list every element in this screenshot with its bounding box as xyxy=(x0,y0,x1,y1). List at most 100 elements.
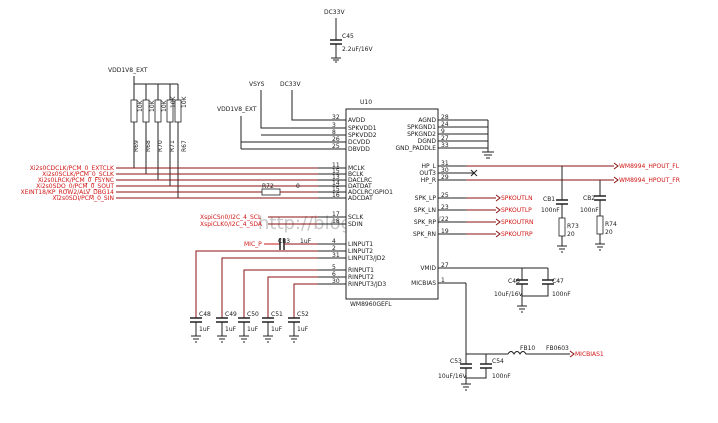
chip-right-pin-name: SPK_LN xyxy=(414,207,436,214)
i2c-scl-label: XspiCSn0/I2C_4_SCL xyxy=(200,214,262,221)
micbias1-label: MICBIAS1 xyxy=(575,351,604,358)
chip-left-pin-name: SDIN xyxy=(348,221,363,228)
chip-left-pin-number: 31 xyxy=(332,252,340,259)
chip-body xyxy=(345,108,439,300)
chip-left-pin-name: ADCLRC/GPIO1 xyxy=(348,189,393,196)
chip-left-pin-number: 16 xyxy=(332,192,340,199)
vsys-wire xyxy=(260,90,318,129)
input-cap-ref: C52 xyxy=(297,311,309,318)
mic-p-label: MIC_P xyxy=(244,241,262,248)
chip-right-pin-number: 27 xyxy=(441,262,449,269)
i2s-net-label: Xi2s0SCLK/PCM_0_SCLK xyxy=(42,171,115,178)
c45-ref: C45 xyxy=(342,33,354,40)
input-cap-value: 1uF xyxy=(271,326,283,333)
hp-cap-wires xyxy=(561,166,601,200)
input-cap-plates xyxy=(238,317,250,323)
cb3-value: 1uF xyxy=(300,238,312,245)
c45-ground xyxy=(331,44,341,63)
chip-left-pin-name: RINPUT1 xyxy=(348,267,374,274)
input-cap-ground xyxy=(217,322,227,343)
hp-outputs: WM8994_HPOUT_FL WM8994_HPOUT_FR CB1 100n… xyxy=(466,162,680,253)
chip-left-pin-number: 18 xyxy=(332,218,340,225)
fb10-body xyxy=(507,351,570,355)
chip-left-pin-number: 30 xyxy=(332,278,340,285)
c45-plates xyxy=(330,39,342,45)
vmid-ground xyxy=(517,305,527,313)
chip-left-pin-name: DCVDD xyxy=(348,139,371,146)
r70-ref: R70 xyxy=(157,140,164,152)
r73-ref: R73 xyxy=(567,223,579,230)
chip-left-pin-name: LINPUT3/JD2 xyxy=(348,255,386,262)
i2s-net-label: Xi2s0CDCLK/PCM_0_EXTCLK xyxy=(30,165,115,172)
c54-value: 100nF xyxy=(492,373,511,380)
chip-right-pin-number: 33 xyxy=(441,142,449,149)
micbias-cap-wires xyxy=(465,354,487,364)
fb10-value: FB0603 xyxy=(546,345,569,352)
input-cap-value: 1uF xyxy=(297,326,309,333)
c46-ref: C46 xyxy=(508,278,520,285)
i2s-bus: Xi2s0CDCLK/PCM_0_EXTCLKXi2s0SCLK/PCM_0_S… xyxy=(20,165,318,202)
input-cap-plates xyxy=(288,317,300,323)
r68-value: 10K xyxy=(149,99,156,112)
cb1-ref: CB1 xyxy=(543,196,555,203)
chip-right-pin-number: 9 xyxy=(441,128,445,135)
i2s-labels: Xi2s0CDCLK/PCM_0_EXTCLKXi2s0SCLK/PCM_0_S… xyxy=(20,165,115,202)
chip-right-pin-number: 19 xyxy=(441,228,449,235)
cb1-value: 100nF xyxy=(541,207,560,214)
linput2-wire xyxy=(195,250,318,318)
chip-left-pin-name: DBVDD xyxy=(348,146,370,153)
chip-left-pin-name: LINPUT2 xyxy=(348,248,373,255)
chip-right-pin-number: 27 xyxy=(441,135,449,142)
vdd1v8-ext-chip-label: VDD1V8_EXT xyxy=(217,106,257,113)
hp-res-wires xyxy=(561,200,601,218)
r74-body xyxy=(596,215,604,235)
gnd-bus xyxy=(466,119,494,159)
chip-right-pin-number: 23 xyxy=(441,204,449,211)
i2c-wires xyxy=(268,216,318,225)
input-cap-ground xyxy=(239,322,249,343)
dc33v-wire xyxy=(291,90,318,121)
i2s-net-label: XEINT18/KP_ROW2/ALV_DBG14 xyxy=(20,189,114,196)
pullup-supply-rail xyxy=(133,76,178,85)
micbias-cap-plates xyxy=(460,363,492,369)
micbias1-arrow xyxy=(569,350,575,358)
chip-left-pin-name: DACLRC xyxy=(348,177,372,184)
chip-left-pin-number: 17 xyxy=(332,211,340,218)
gnd-bus-wires xyxy=(466,119,489,152)
cb3-ref: CB3 xyxy=(278,238,290,245)
chip-left-pin-name: AVDD xyxy=(348,117,365,124)
chip-left-pin-number: 8 xyxy=(332,129,336,136)
i2s-net-label: Xi2s0SDI/PCM_0_SIN xyxy=(52,195,114,202)
spk-arrows xyxy=(495,194,501,238)
input-cap-plates xyxy=(190,317,202,323)
c53-value: 10uF/16V xyxy=(438,373,468,380)
vmid-section: C46 10uF/16V C47 100nF xyxy=(466,267,571,313)
chip-right-pin-number: 28 xyxy=(441,114,449,121)
r67-value: 10K xyxy=(181,95,188,108)
chip-left-pin-number: 3 xyxy=(332,122,336,129)
spk-out-rp-label: SPKOUTRP xyxy=(501,231,533,238)
chip-right-pin-number: 29 xyxy=(441,174,449,181)
hp-l-arrow xyxy=(613,162,619,170)
i2s-net-label: Xi2s0SDO_0/PCM_0_SOUT xyxy=(36,183,114,190)
input-cap-ref: C49 xyxy=(225,311,237,318)
chip-right-pins: 28AGND24SPKGND19SPKGND227DGND33GND_PADDL… xyxy=(396,114,466,287)
chip-power: VSYS DC33V VDD1V8_EXT xyxy=(217,81,318,150)
rinput1-wire xyxy=(243,269,318,318)
input-cap-ref: C50 xyxy=(247,311,259,318)
c54-ref: C54 xyxy=(492,358,504,365)
chip-right-pin-number: 22 xyxy=(441,216,449,223)
chip-right-pin-name: HP_L xyxy=(422,163,437,170)
r74-ref: R74 xyxy=(605,221,617,228)
linput3-wire xyxy=(221,257,318,318)
chip-right-pin-number: 31 xyxy=(441,160,449,167)
vdd1v8-wire xyxy=(240,116,318,150)
vmid-cap-bottom xyxy=(521,284,549,306)
chip-left-pin-number: 6 xyxy=(332,271,336,278)
r70-value: 10K xyxy=(161,99,168,112)
c47-ref: C47 xyxy=(552,278,564,285)
r69-value: 10K xyxy=(137,99,144,112)
r68-ref: R68 xyxy=(145,140,152,152)
